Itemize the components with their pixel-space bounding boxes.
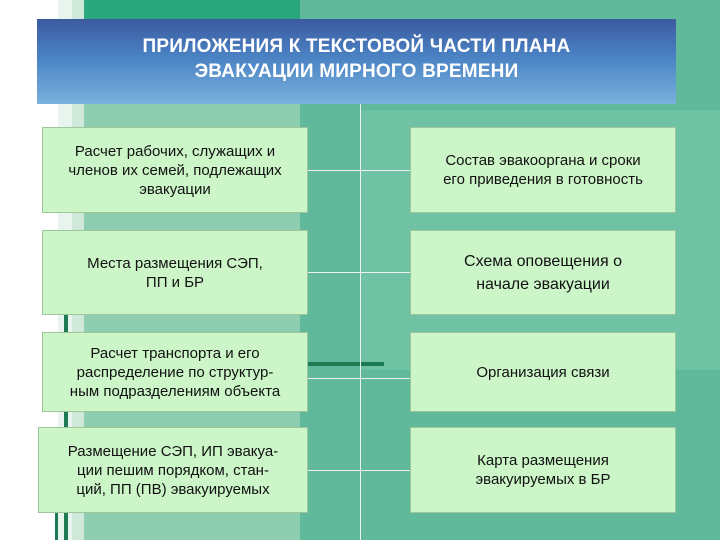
title-line-1: ПРИЛОЖЕНИЯ К ТЕКСТОВОЙ ЧАСТИ ПЛАНА bbox=[142, 36, 571, 57]
left-box-4: Размещение СЭП, ИП эвакуа- ции пешим пор… bbox=[38, 427, 308, 513]
grid-line bbox=[360, 104, 361, 540]
grid-line bbox=[300, 470, 410, 471]
background-divider bbox=[64, 300, 68, 540]
grid-line bbox=[300, 378, 410, 379]
grid-line bbox=[300, 272, 410, 273]
page-title: ПРИЛОЖЕНИЯ К ТЕКСТОВОЙ ЧАСТИ ПЛАНА ЭВАКУ… bbox=[37, 19, 676, 104]
right-box-4: Карта размещения эвакуируемых в БР bbox=[410, 427, 676, 513]
left-box-3: Расчет транспорта и его распределение по… bbox=[42, 332, 308, 412]
right-box-3: Организация связи bbox=[410, 332, 676, 412]
right-box-2: Схема оповещения о начале эвакуации bbox=[410, 230, 676, 315]
left-box-2: Места размещения СЭП, ПП и БР bbox=[42, 230, 308, 315]
grid-line bbox=[300, 170, 410, 171]
left-box-1: Расчет рабочих, служащих и членов их сем… bbox=[42, 127, 308, 213]
right-box-1: Состав эвакооргана и сроки его приведени… bbox=[410, 127, 676, 213]
title-line-2: ЭВАКУАЦИИ МИРНОГО ВРЕМЕНИ bbox=[194, 61, 519, 82]
